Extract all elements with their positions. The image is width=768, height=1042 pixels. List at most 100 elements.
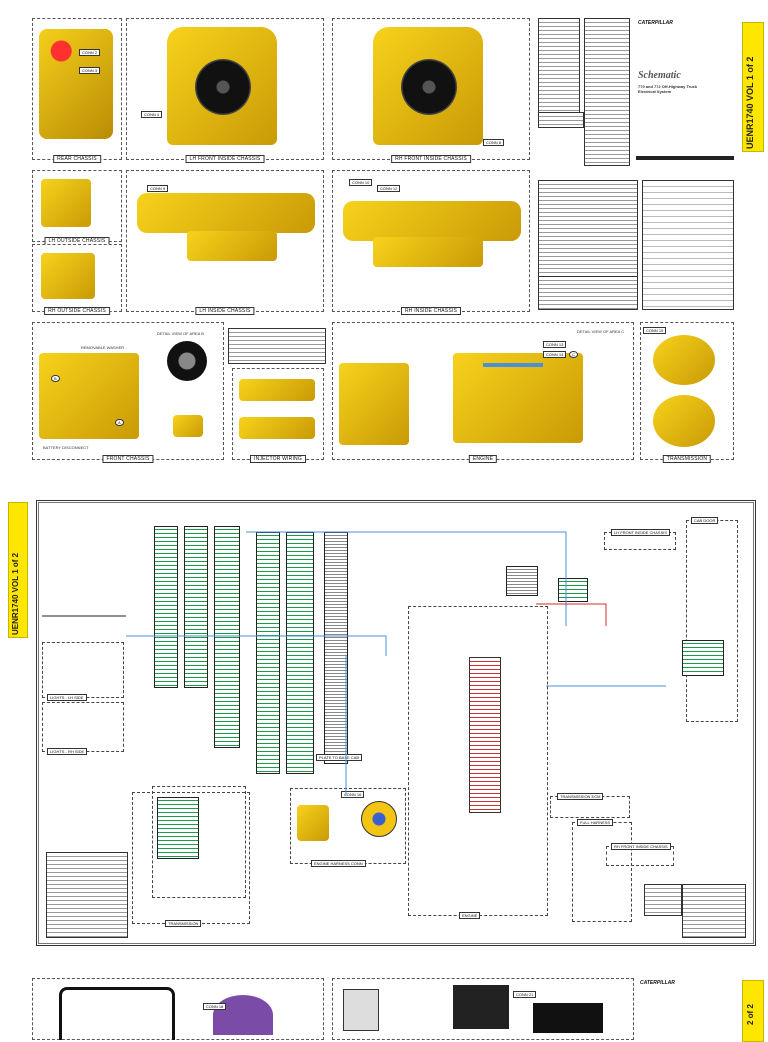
connector-column bbox=[682, 640, 724, 676]
connector-column bbox=[558, 578, 588, 602]
frame-image bbox=[137, 193, 315, 233]
panel-caption: LH INSIDE CHASSIS bbox=[195, 307, 255, 315]
block-label: RH FRONT INSIDE CHASSIS bbox=[611, 843, 671, 850]
callout-conn-18: CONN 18 bbox=[203, 1003, 227, 1010]
connector-table-5 bbox=[538, 276, 638, 310]
block-label: TRANSMISSION bbox=[165, 920, 202, 927]
brand-logo: CATERPILLAR bbox=[638, 20, 673, 26]
block-label: LH FRONT INSIDE CHASSIS bbox=[611, 529, 671, 536]
panel-caption: ENGINE bbox=[468, 455, 498, 463]
note-detail-b: DETAIL VIEW OF AREA B bbox=[157, 331, 204, 336]
panel-cab-2: CONN 21 bbox=[332, 978, 634, 1040]
doc-number: UENR1740 VOL 1 of 2 bbox=[745, 56, 755, 149]
cab-image bbox=[59, 987, 175, 1040]
top-sheet: CONN 2 CONN 3 REAR CHASSIS CONN 4 LH FRO… bbox=[28, 14, 764, 466]
brand-logo-bottom: CATERPILLAR bbox=[640, 980, 675, 986]
panel-transmission: CONN 15 TRANSMISSION bbox=[640, 322, 734, 463]
doc-number-tab-left: UENR1740 VOL 1 of 2 bbox=[8, 502, 28, 638]
connector-column bbox=[324, 532, 348, 764]
lights-lh-block: LIGHTS - LH SIDE bbox=[42, 642, 124, 701]
marker-a: A bbox=[115, 419, 124, 426]
block-label: ENGINE bbox=[459, 912, 481, 919]
block-label: TRANSMISSION ECM bbox=[557, 793, 604, 800]
engine-wire-overlay bbox=[483, 363, 543, 367]
marker-b: B bbox=[51, 375, 60, 382]
doc-number-tab-bottom: 2 of 2 bbox=[742, 980, 764, 1042]
note-battery: BATTERY DISCONNECT bbox=[43, 445, 89, 450]
front-chassis-block bbox=[152, 786, 246, 898]
lights-rh-block: LIGHTS - RH SIDE bbox=[42, 702, 124, 755]
transmission-ecm-block: TRANSMISSION ECM bbox=[550, 793, 630, 818]
plate-label: PLATE TO BASE CAB bbox=[316, 754, 363, 761]
callout-conn-9: CONN 9 bbox=[147, 185, 169, 192]
connector-table-1 bbox=[538, 18, 580, 116]
bottom-sheet: CONN 18 CONN 21 CATERPILLAR 2 of 2 bbox=[28, 974, 764, 1042]
connector-table-3 bbox=[538, 112, 584, 128]
callout-conn-3: CONN 3 bbox=[79, 67, 101, 74]
panel-caption: RH OUTSIDE CHASSIS bbox=[44, 307, 110, 315]
marker-c: C bbox=[569, 351, 578, 358]
block-label: ENGINE HARNESS CONN bbox=[311, 860, 366, 867]
tank-image bbox=[41, 179, 91, 227]
panel-lh-inside-chassis: CONN 9 LH INSIDE CHASSIS bbox=[126, 170, 324, 315]
callout-conn-21: CONN 21 bbox=[513, 991, 537, 998]
title-table-2 bbox=[682, 884, 746, 938]
panel-engine: CONN 13 CONN 14 DETAIL VIEW OF AREA C C … bbox=[332, 322, 634, 463]
callout-conn-2: CONN 2 bbox=[79, 49, 101, 56]
panel-rh-outside-chassis: RH OUTSIDE CHASSIS bbox=[32, 244, 122, 315]
title-block: CATERPILLAR Schematic 770 and 772 Off-Hi… bbox=[636, 18, 734, 168]
engine-block: ENGINE bbox=[408, 606, 548, 919]
rear-chassis-image bbox=[39, 29, 113, 139]
schematic-border bbox=[36, 500, 756, 946]
doc-title: Schematic bbox=[638, 70, 681, 81]
ecm-box bbox=[469, 657, 501, 813]
connector-table-4 bbox=[538, 180, 638, 278]
connector-column bbox=[214, 526, 240, 748]
connector-block bbox=[157, 797, 199, 859]
panel-rh-inside-chassis: CONN 10 CONN 12 RH INSIDE CHASSIS bbox=[332, 170, 530, 315]
callout-conn-10: CONN 10 bbox=[349, 179, 373, 186]
notes-panel bbox=[642, 180, 734, 310]
panel-caption: LH FRONT INSIDE CHASSIS bbox=[185, 155, 265, 163]
connector-column bbox=[506, 566, 538, 596]
doc-subtitle: 770 and 772 Off-Highway Truck Electrical… bbox=[638, 84, 698, 94]
engine-main-image bbox=[453, 353, 583, 443]
axle-image bbox=[373, 237, 483, 267]
block-label: CAB DOOR bbox=[691, 517, 719, 524]
transmission-image-2 bbox=[653, 395, 715, 447]
lh-front-inside-block: LH FRONT INSIDE CHASSIS bbox=[604, 529, 676, 550]
note-detail-c: DETAIL VIEW OF AREA C bbox=[577, 329, 625, 334]
callout-conn-4: CONN 4 bbox=[141, 111, 163, 118]
harness-image bbox=[297, 805, 329, 841]
fan-image bbox=[401, 59, 457, 115]
panel-caption: TRANSMISSION bbox=[662, 455, 712, 463]
fuse-panel-image bbox=[213, 995, 273, 1035]
panel-lh-front-inside: CONN 4 LH FRONT INSIDE CHASSIS bbox=[126, 18, 324, 163]
doc-number: 2 of 2 bbox=[746, 1004, 755, 1025]
rh-front-inside-block: RH FRONT INSIDE CHASSIS bbox=[606, 843, 674, 866]
transmission-block: TRANSMISSION bbox=[132, 792, 250, 927]
panel-caption: RH FRONT INSIDE CHASSIS bbox=[391, 155, 471, 163]
frame-image bbox=[343, 201, 521, 241]
seat-image bbox=[343, 989, 379, 1031]
callout-conn-16: CONN 16 bbox=[341, 791, 365, 798]
panel-cab: CONN 18 bbox=[32, 978, 324, 1040]
panel-injector-wiring: INJECTOR WIRING bbox=[232, 368, 324, 463]
console-image bbox=[533, 1003, 603, 1033]
connector-column bbox=[286, 532, 314, 774]
harness-detail-circle bbox=[361, 801, 397, 837]
axle-image bbox=[187, 231, 277, 261]
truck-front-image bbox=[39, 353, 139, 439]
panel-caption: FRONT CHASSIS bbox=[102, 455, 154, 463]
panel-front-chassis: DETAIL VIEW OF AREA B REMOVABLE WASHER B… bbox=[32, 322, 224, 463]
connector-table-2 bbox=[584, 18, 630, 166]
transmission-image-1 bbox=[653, 335, 715, 385]
engine-harness-block: CONN 16 ENGINE HARNESS CONN bbox=[290, 788, 406, 867]
callout-conn-14: CONN 14 bbox=[543, 351, 567, 358]
full-harness-block: FULL HARNESS bbox=[572, 819, 632, 922]
block-label: LIGHTS - RH SIDE bbox=[47, 748, 88, 755]
panel-lh-outside-chassis: LH OUTSIDE CHASSIS bbox=[32, 170, 122, 245]
schematic-sheet: UENR1740 VOL 1 of 2 LIGHTS - LH SIDE LIG… bbox=[6, 496, 762, 950]
air-filter-image bbox=[167, 341, 207, 381]
panel-caption: RH INSIDE CHASSIS bbox=[400, 307, 462, 315]
